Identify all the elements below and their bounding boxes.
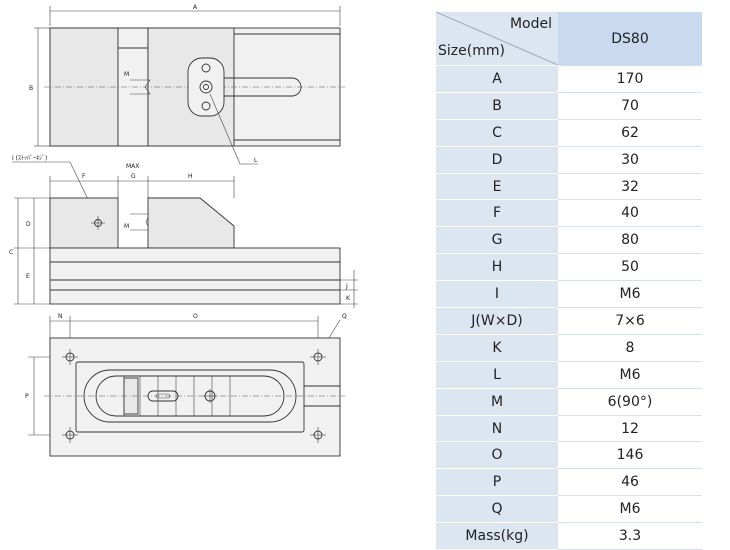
size-value-cell: M6 <box>558 361 702 389</box>
dim-label-h: H <box>188 173 193 180</box>
size-value-cell: M6 <box>558 280 702 309</box>
dim-label-e: E <box>26 273 30 280</box>
dim-label-j: J <box>345 283 348 290</box>
dim-label-o: O <box>193 313 198 320</box>
size-label: Size(mm) <box>438 43 505 59</box>
size-value-cell: 80 <box>558 226 702 255</box>
size-value-cell: 3.3 <box>558 522 702 550</box>
dim-label-m-side: M <box>124 223 129 230</box>
size-label-cell: D <box>436 146 558 174</box>
size-label-cell: I <box>436 280 558 309</box>
size-label-cell: B <box>436 92 558 120</box>
top-view: A B M L <box>29 4 345 165</box>
dim-label-c: C <box>9 249 13 256</box>
diagonal-divider <box>436 12 558 65</box>
size-value-cell: 6(90°) <box>558 388 702 416</box>
size-label-cell: K <box>436 334 558 362</box>
size-value-cell: 32 <box>558 173 702 201</box>
dim-label-l: L <box>254 157 258 164</box>
size-value-cell: M6 <box>558 495 702 524</box>
dim-label-g: G <box>131 173 136 180</box>
dim-label-k: K <box>346 295 351 302</box>
header-corner-cell: Model Size(mm) <box>436 12 558 66</box>
dim-label-n: N <box>58 313 63 320</box>
dim-label-f: F <box>82 173 86 180</box>
size-value-cell: 7×6 <box>558 307 702 335</box>
side-view: I (ｽﾄｯﾊﾟｰﾈｼﾞ) MAX F G H C D E M <box>9 155 358 308</box>
dim-label-a: A <box>193 4 198 11</box>
table-row: Mass(kg)3.3 <box>436 522 702 550</box>
model-name: DS80 <box>558 12 702 66</box>
size-label-cell: Q <box>436 495 558 524</box>
size-value-cell: 46 <box>558 468 702 497</box>
size-label-cell: L <box>436 361 558 389</box>
dim-label-b: B <box>29 85 33 92</box>
size-label-cell: G <box>436 226 558 255</box>
size-value-cell: 50 <box>558 253 702 282</box>
size-label-cell: P <box>436 468 558 497</box>
table-header-row: Model Size(mm) DS80 <box>436 12 702 66</box>
size-value-cell: 146 <box>558 441 702 470</box>
size-value-cell: 70 <box>558 92 702 120</box>
size-label-cell: C <box>436 119 558 147</box>
size-value-cell: 12 <box>558 415 702 443</box>
size-label-cell: E <box>436 173 558 201</box>
size-label-cell: H <box>436 253 558 282</box>
dim-label-m-top: M <box>124 71 129 78</box>
size-label-cell: Mass(kg) <box>436 522 558 550</box>
bottom-view: N O Q P <box>25 313 347 457</box>
size-label-cell: N <box>436 415 558 443</box>
size-label-cell: A <box>436 65 558 93</box>
dim-label-q: Q <box>342 313 347 320</box>
size-value-cell: 30 <box>558 146 702 174</box>
dim-label-d: D <box>26 221 31 228</box>
size-label-cell: F <box>436 199 558 228</box>
dim-label-i: I (ｽﾄｯﾊﾟｰﾈｼﾞ) <box>12 155 47 162</box>
technical-drawing: A B M L I (ｽﾄｯﾊﾟｰﾈｼﾞ) <box>9 4 358 457</box>
size-value-cell: 170 <box>558 65 702 93</box>
size-label-cell: J(W×D) <box>436 307 558 335</box>
dim-label-p: P <box>25 393 29 400</box>
size-value-cell: 62 <box>558 119 702 147</box>
table-row: J(W×D)7×6 <box>436 307 702 335</box>
mounting-holes <box>62 349 326 443</box>
size-value-cell: 40 <box>558 199 702 228</box>
size-label-cell: O <box>436 441 558 470</box>
size-label-cell: M <box>436 388 558 416</box>
size-value-cell: 8 <box>558 334 702 362</box>
dim-label-max: MAX <box>126 163 139 170</box>
model-label: Model <box>509 16 552 32</box>
